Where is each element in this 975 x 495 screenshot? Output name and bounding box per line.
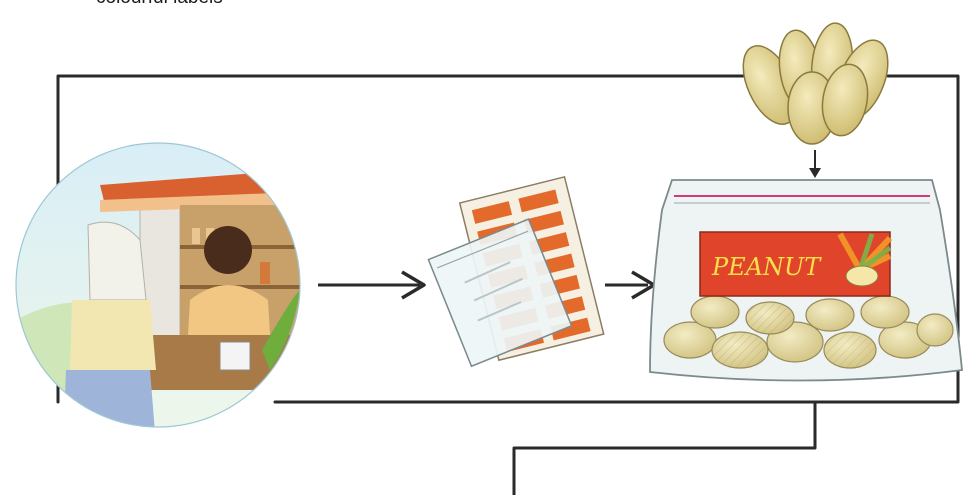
arrow-peanuts-to-bag bbox=[809, 150, 821, 178]
peanut-bag: PEANUT bbox=[650, 180, 962, 381]
arrow-labels-to-bag bbox=[605, 272, 654, 298]
bottom-stem-line bbox=[514, 402, 815, 495]
label-sheets bbox=[428, 177, 603, 366]
peanut-label: PEANUT bbox=[700, 232, 890, 296]
arrow-scene-to-labels bbox=[318, 272, 424, 298]
peanut-cluster bbox=[732, 21, 898, 144]
peanut-label-text: PEANUT bbox=[711, 253, 822, 281]
shop-scene bbox=[10, 140, 320, 470]
